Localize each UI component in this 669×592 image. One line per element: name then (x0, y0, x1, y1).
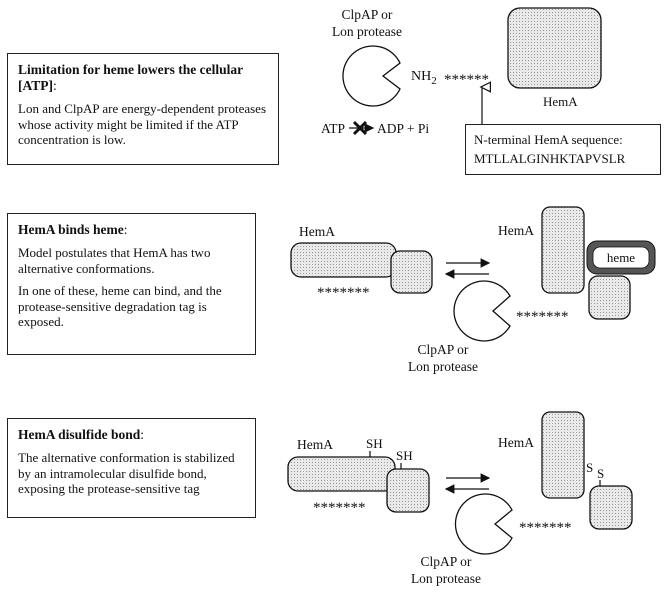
s-label-2: S (597, 466, 604, 481)
disulfide-left-hema-body (287, 456, 396, 492)
heme-left-tag: ******* (317, 285, 370, 301)
sh-label-1: SH (366, 436, 383, 451)
disulfide-protease-label-line1: ClpAP or (421, 554, 472, 569)
sh-label-2: SH (396, 448, 413, 463)
heme-right-hema-body (541, 206, 585, 294)
heme-binding-box: HemA binds heme: Model postulates that H… (7, 213, 256, 355)
nh2-label: NH2 (411, 69, 437, 87)
disulfide-right-hema-label: HemA (498, 435, 534, 450)
protease-pacman-icon (342, 45, 401, 107)
disulfide-left-tag: ******* (313, 500, 366, 516)
panel-atp-diagram: ClpAP or Lon protease NH2 ****** HemA AT… (321, 7, 602, 136)
disulfide-body: The alternative conformation is stabiliz… (18, 450, 235, 496)
degradation-tag: ****** (444, 72, 489, 88)
sequence-text: MTLLALGINHKTAPVSLR (474, 151, 626, 166)
disulfide-heading: HemA disulfide bond: (18, 427, 145, 442)
blocked-x-icon (352, 120, 368, 136)
atp-limitation-box: Limitation for heme lowers the cellular … (7, 53, 279, 165)
s-label-1: S (586, 460, 593, 475)
hema-protein (507, 7, 602, 89)
heme-label: heme (607, 250, 635, 265)
heme-body-2: In one of these, heme can bind, and the … (18, 283, 222, 329)
heme-right-hema-domain (588, 275, 631, 320)
heme-body-1: Model postulates that HemA has two alter… (18, 245, 211, 276)
heme-right-tag: ******* (516, 309, 569, 325)
disulfide-left-hema-label: HemA (297, 437, 333, 452)
disulfide-protease-pacman-icon (454, 493, 513, 555)
adp-pi-label: ADP + Pi (377, 121, 429, 136)
disulfide-right-hema-body (541, 411, 585, 499)
disulfide-box: HemA disulfide bond: The alternative con… (7, 418, 256, 518)
protease-label-line1: ClpAP or (342, 7, 393, 22)
heme-left-hema-body (290, 242, 397, 278)
atp-heading: Limitation for heme lowers the cellular … (18, 62, 243, 93)
disulfide-right-tag: ******* (519, 520, 572, 536)
panel-heme-diagram: HemA ******* HemA heme ******* ClpAP or … (290, 206, 656, 374)
disulfide-left-hema-domain (386, 468, 430, 513)
heme-protease-label-line2: Lon protease (408, 359, 478, 374)
disulfide-protease-label-line2: Lon protease (411, 571, 481, 586)
sequence-box: N-terminal HemA sequence: MTLLALGINHKTAP… (465, 124, 661, 175)
heme-protease-label-line1: ClpAP or (418, 342, 469, 357)
sequence-title: N-terminal HemA sequence: (474, 132, 623, 147)
panel-disulfide-diagram: HemA SH SH ******* HemA S S ******* ClpA… (287, 411, 633, 586)
hema-label: HemA (543, 94, 578, 109)
heme-protease-pacman-icon (453, 280, 511, 342)
atp-body: Lon and ClpAP are energy-dependent prote… (18, 101, 267, 147)
heme-left-hema-domain (390, 250, 433, 294)
heme-left-hema-label: HemA (299, 224, 335, 239)
atp-label: ATP (321, 121, 345, 136)
heme-right-hema-label: HemA (498, 223, 534, 238)
heme-heading: HemA binds heme: (18, 222, 128, 237)
disulfide-right-hema-domain (589, 485, 633, 530)
protease-label-line2: Lon protease (332, 24, 402, 39)
